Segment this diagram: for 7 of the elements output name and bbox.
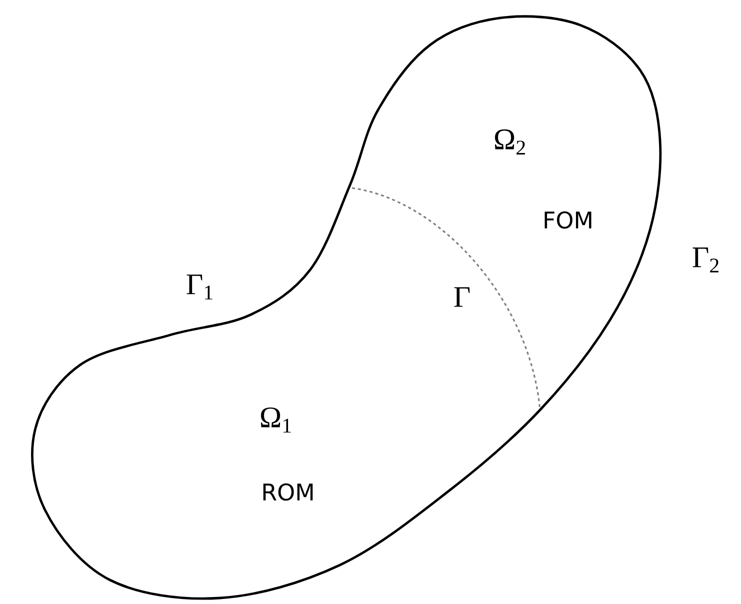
method-label: ROM: [263, 483, 313, 501]
boundary-label: Γ: [454, 287, 470, 307]
region-label: Ω$_{2}$: [494, 129, 525, 155]
region-label: Ω$_{1}$: [260, 407, 291, 433]
boundary-label: Γ$_{2}$: [692, 248, 718, 272]
method-label: FOM: [544, 211, 592, 229]
boundary-label: Γ$_{1}$: [186, 274, 212, 300]
